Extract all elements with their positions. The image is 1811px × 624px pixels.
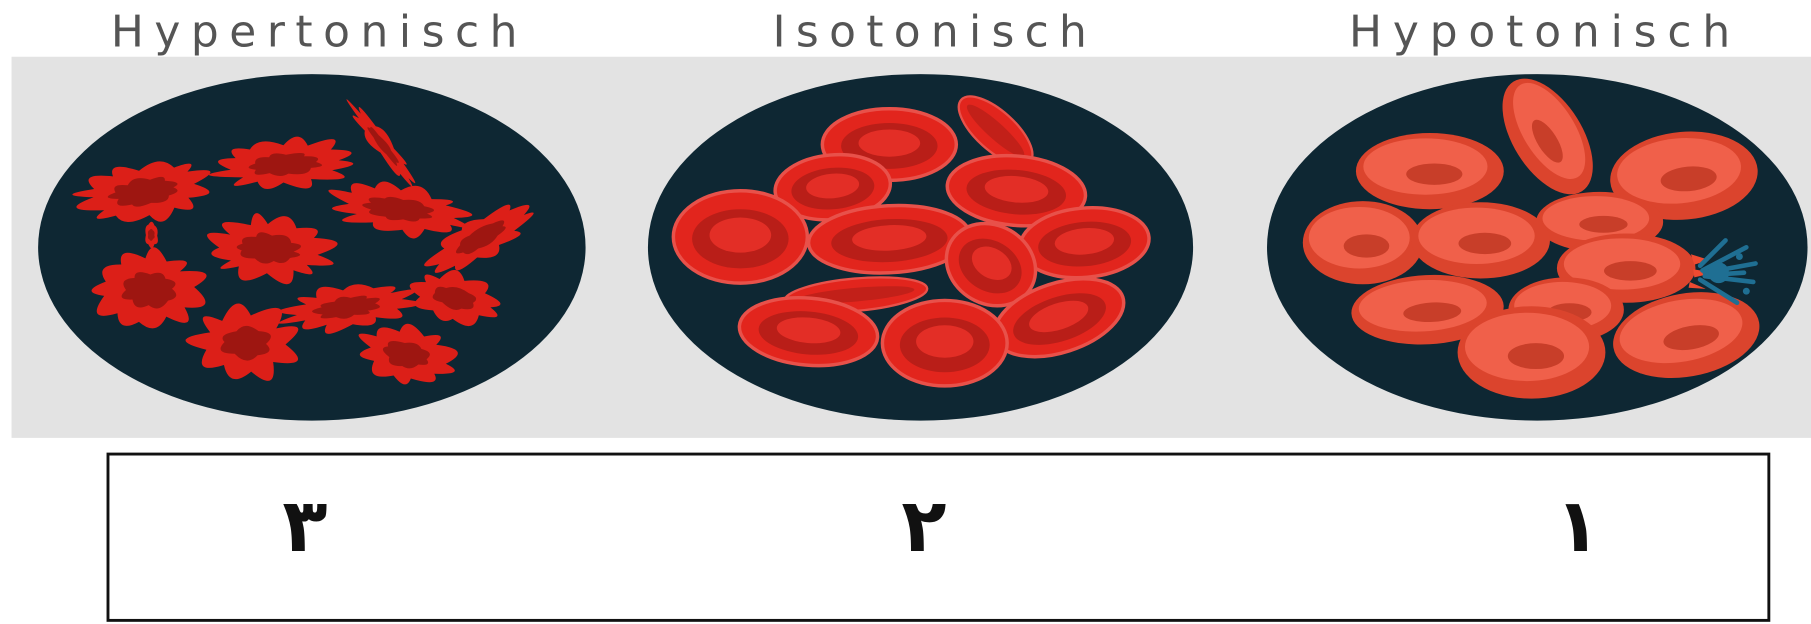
- answer-number-right: ١: [1555, 483, 1600, 569]
- answer-number-center: ٢: [901, 483, 946, 569]
- normal-red-blood-cell: [882, 300, 1007, 385]
- swollen-red-blood-cell: [1458, 306, 1606, 398]
- cell-center: [1508, 343, 1564, 369]
- fluid-droplet: [1708, 262, 1729, 283]
- answer-box: ٣ ٢ ١: [108, 454, 1769, 620]
- swollen-red-blood-cell: [1411, 202, 1550, 278]
- cell-center: [916, 325, 973, 357]
- hypertonic-panel: [38, 74, 585, 420]
- cell-center: [1604, 261, 1657, 280]
- cell-center: [1579, 216, 1627, 233]
- cell-center: [1406, 163, 1462, 184]
- cell-center: [1459, 233, 1512, 254]
- normal-red-blood-cell: [673, 191, 807, 283]
- fluid-droplet: [1736, 253, 1743, 260]
- fluid-droplet: [1743, 288, 1750, 295]
- cell-center: [859, 129, 921, 156]
- swollen-red-blood-cell: [1303, 201, 1423, 284]
- isotonic-panel: [648, 74, 1193, 420]
- label-hypotonic: Hypotonisch: [1349, 6, 1730, 57]
- cell-center: [710, 218, 772, 253]
- answer-number-left: ٣: [282, 483, 327, 569]
- swollen-red-blood-cell: [1356, 133, 1504, 209]
- cell-center: [1344, 234, 1390, 257]
